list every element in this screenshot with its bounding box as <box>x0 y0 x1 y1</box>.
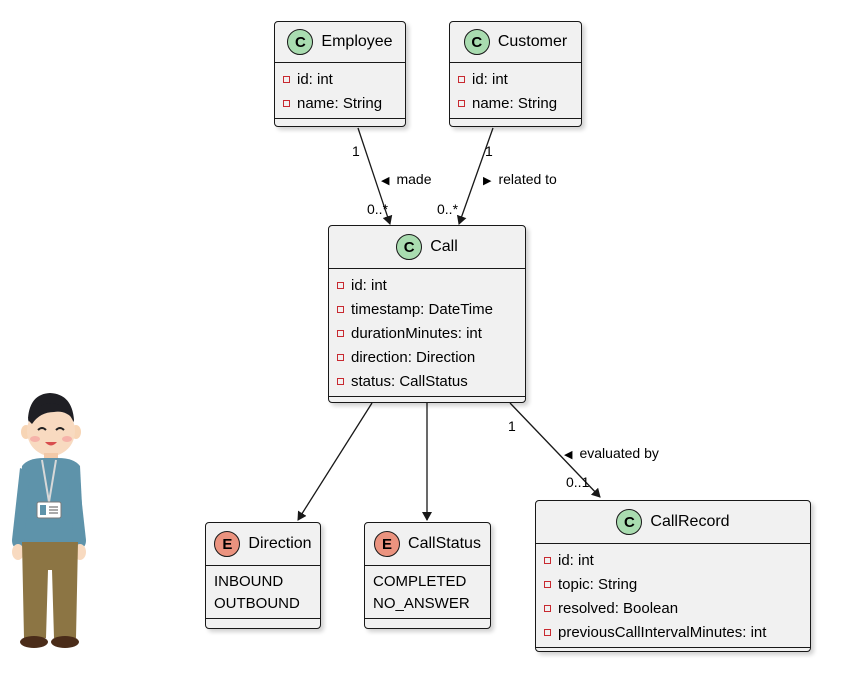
attribute-text: timestamp: DateTime <box>351 300 493 318</box>
attribute-text: name: String <box>297 94 383 112</box>
direction-triangle-icon: ◀ <box>564 449 573 461</box>
employee-class[interactable]: C Employee id: int name: String <box>274 21 406 127</box>
attribute-text: id: int <box>351 276 387 294</box>
private-visibility-icon <box>458 99 465 107</box>
direction-triangle-icon: ◀ <box>381 175 390 187</box>
private-visibility-icon <box>337 305 344 313</box>
made-label-text: made <box>396 171 432 187</box>
made-association-line <box>357 127 393 225</box>
call-class-name: Call <box>430 238 458 255</box>
callrecord-class[interactable]: C CallRecord id: int topic: String resol… <box>535 500 811 652</box>
callstatus-enum[interactable]: E CallStatus COMPLETED NO_ANSWER <box>364 522 491 629</box>
private-visibility-icon <box>544 628 551 636</box>
attribute-text: direction: Direction <box>351 348 476 366</box>
private-visibility-icon <box>544 556 551 564</box>
callstatus-enum-name: CallStatus <box>408 535 481 552</box>
related-to-label-text: related to <box>498 171 557 187</box>
attribute-row: id: int <box>283 67 397 91</box>
private-visibility-icon <box>458 75 465 83</box>
customer-class[interactable]: C Customer id: int name: String <box>449 21 582 127</box>
attribute-row: id: int <box>337 273 517 297</box>
private-visibility-icon <box>337 377 344 385</box>
attribute-text: id: int <box>472 70 508 88</box>
attribute-row: name: String <box>458 91 573 115</box>
direction-triangle-icon: ▶ <box>483 175 492 187</box>
attribute-text: id: int <box>297 70 333 88</box>
attribute-row: timestamp: DateTime <box>337 297 517 321</box>
enum-value: INBOUND <box>214 572 284 590</box>
enum-value: NO_ANSWER <box>373 594 470 612</box>
attribute-row: resolved: Boolean <box>544 596 802 620</box>
evaluated-by-to-multiplicity: 0..1 <box>566 474 590 490</box>
callrecord-class-name: CallRecord <box>650 513 730 530</box>
direction-enum-name: Direction <box>248 535 312 552</box>
attribute-text: name: String <box>472 94 558 112</box>
private-visibility-icon <box>283 99 290 107</box>
private-visibility-icon <box>544 580 551 588</box>
made-label: ◀ made <box>381 171 432 189</box>
direction-values: INBOUND OUTBOUND <box>206 566 320 619</box>
made-to-multiplicity: 0..* <box>367 201 389 217</box>
attribute-row: durationMinutes: int <box>337 321 517 345</box>
class-stereotype-icon: C <box>287 29 314 55</box>
private-visibility-icon <box>283 75 290 83</box>
evaluated-by-label-text: evaluated by <box>579 445 659 461</box>
callstatus-enum-header: E CallStatus <box>365 523 490 566</box>
enum-stereotype-icon: E <box>214 531 241 557</box>
related-to-association-line <box>456 127 494 225</box>
callstatus-values: COMPLETED NO_ANSWER <box>365 566 490 619</box>
attribute-text: id: int <box>558 551 594 569</box>
private-visibility-icon <box>337 329 344 337</box>
customer-attributes: id: int name: String <box>450 63 581 119</box>
employee-attributes: id: int name: String <box>275 63 405 119</box>
attribute-row: name: String <box>283 91 397 115</box>
enum-stereotype-icon: E <box>374 531 401 557</box>
related-to-from-multiplicity: 1 <box>485 143 493 159</box>
call-attributes: id: int timestamp: DateTime durationMinu… <box>329 269 525 397</box>
attribute-text: topic: String <box>558 575 638 593</box>
direction-enum-header: E Direction <box>206 523 320 566</box>
attribute-row: id: int <box>458 67 573 91</box>
attribute-row: direction: Direction <box>337 345 517 369</box>
related-to-label: ▶ related to <box>483 171 557 189</box>
attribute-row: previousCallIntervalMinutes: int <box>544 620 802 644</box>
attribute-row: topic: String <box>544 572 802 596</box>
evaluated-by-association-line <box>509 402 601 498</box>
customer-class-name: Customer <box>497 33 568 50</box>
class-stereotype-icon: C <box>616 509 643 535</box>
attribute-text: resolved: Boolean <box>558 599 679 617</box>
class-stereotype-icon: C <box>463 29 490 55</box>
evaluated-by-from-multiplicity: 1 <box>508 418 516 434</box>
attribute-row: status: CallStatus <box>337 369 517 393</box>
direction-link-line <box>297 402 373 521</box>
attribute-row: id: int <box>544 548 802 572</box>
private-visibility-icon <box>337 353 344 361</box>
attribute-text: durationMinutes: int <box>351 324 482 342</box>
enum-value: COMPLETED <box>373 572 467 590</box>
call-class[interactable]: C Call id: int timestamp: DateTime durat… <box>328 225 526 403</box>
attribute-text: status: CallStatus <box>351 372 468 390</box>
office-worker-illustration <box>12 393 86 648</box>
private-visibility-icon <box>337 281 344 289</box>
attribute-text: previousCallIntervalMinutes: int <box>558 623 767 641</box>
enum-value: OUTBOUND <box>214 594 300 612</box>
class-stereotype-icon: C <box>396 234 423 260</box>
related-to-to-multiplicity: 0..* <box>437 201 459 217</box>
made-from-multiplicity: 1 <box>352 143 360 159</box>
employee-class-header: C Employee <box>275 22 405 63</box>
customer-class-header: C Customer <box>450 22 581 63</box>
call-class-header: C Call <box>329 226 525 269</box>
callrecord-attributes: id: int topic: String resolved: Boolean … <box>536 544 810 648</box>
callrecord-class-header: C CallRecord <box>536 501 810 544</box>
employee-class-name: Employee <box>321 33 393 50</box>
private-visibility-icon <box>544 604 551 612</box>
direction-enum[interactable]: E Direction INBOUND OUTBOUND <box>205 522 321 629</box>
evaluated-by-label: ◀ evaluated by <box>564 445 659 463</box>
